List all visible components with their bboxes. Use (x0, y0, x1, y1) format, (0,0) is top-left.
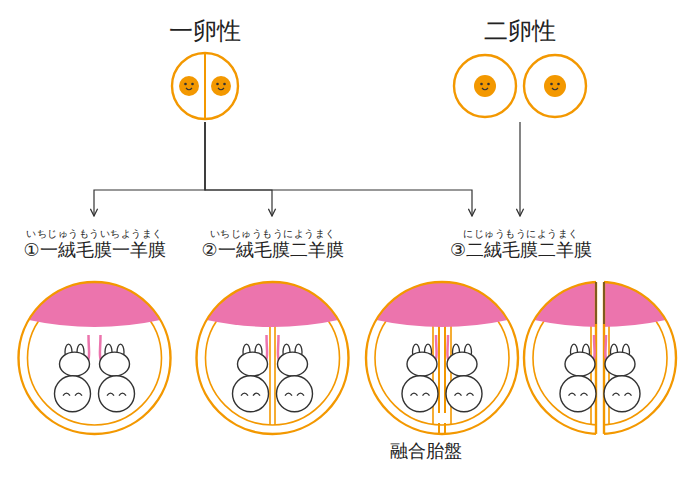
baby-body (605, 352, 635, 376)
embryo-eye (487, 83, 490, 86)
baby-eye (241, 393, 248, 396)
baby-eye (581, 393, 588, 396)
baby-eye (613, 393, 620, 396)
baby-body (565, 352, 595, 376)
embryo-dot (211, 76, 231, 96)
placenta-note: 融合胎盤 (390, 440, 462, 462)
baby-eye (107, 393, 114, 396)
baby-eye (285, 393, 292, 396)
uterus-fill (366, 282, 518, 434)
baby-head (604, 376, 640, 412)
embryo-mouth (482, 88, 488, 90)
placenta-edge (603, 282, 604, 324)
zygote-circle (172, 53, 238, 119)
baby-body (278, 352, 308, 376)
embryo-eye (223, 83, 226, 86)
embryo-mouth (218, 88, 224, 90)
baby-eye (119, 393, 126, 396)
embryo-eye (557, 83, 560, 86)
amnion-divider (269, 320, 271, 425)
type-label: ②一絨毛膜二羊膜 (190, 240, 355, 261)
twin-type-panel: にじゅうもうにようまく③二絨毛膜二羊膜 (362, 218, 680, 436)
placenta (207, 282, 339, 327)
embryo-eye (480, 83, 483, 86)
baby-head (402, 376, 438, 412)
twin-type-panel: いちじゅうもうにようまく②一絨毛膜二羊膜 (190, 218, 355, 436)
chorion-outline (197, 282, 349, 434)
baby-body (60, 352, 90, 376)
baby-eye (569, 393, 576, 396)
type-label: ③二絨毛膜二羊膜 (362, 240, 680, 261)
twin-type-panel: いちじゅうもういちようまく①一絨毛膜一羊膜 (12, 218, 177, 436)
uterus-fill (19, 282, 171, 434)
baby-eye (625, 393, 632, 396)
placenta (29, 282, 161, 327)
baby-body (100, 352, 130, 376)
embryo-eye (216, 83, 219, 86)
baby-eye (455, 393, 462, 396)
baby-eye (63, 393, 70, 396)
uterus-fill (197, 282, 349, 434)
chorion-outline (19, 282, 171, 434)
group-title: 一卵性 (150, 18, 260, 46)
embryo-mouth (552, 88, 558, 90)
zygote-circle (524, 55, 586, 117)
chorion-outline (366, 282, 518, 434)
embryo-dot (474, 75, 496, 97)
ruby-reading: にじゅうもうにようまく (362, 228, 680, 240)
branch-arrow (205, 122, 272, 216)
baby-body (238, 352, 268, 376)
zygote-circle (454, 55, 516, 117)
chorion-gap (596, 279, 604, 437)
baby-head (446, 376, 482, 412)
zygosity-group: 二卵性 (445, 18, 595, 122)
baby-eye (411, 393, 418, 396)
placenta-edge (595, 282, 596, 324)
baby-head (55, 376, 91, 412)
amnion-divider (274, 320, 276, 425)
baby-eye (423, 393, 430, 396)
group-title: 二卵性 (445, 18, 595, 46)
baby-body (447, 352, 477, 376)
branch-arrow (94, 122, 205, 216)
membrane-gap (434, 413, 450, 423)
branch-arrow (205, 122, 472, 216)
zygosity-group: 一卵性 (150, 18, 260, 122)
baby-head (99, 376, 135, 412)
baby-eye (297, 393, 304, 396)
embryo-eye (184, 83, 187, 86)
embryo-mouth (186, 88, 192, 90)
baby-eye (253, 393, 260, 396)
ruby-reading: いちじゅうもういちようまく (12, 228, 177, 240)
embryo-eye (191, 83, 194, 86)
embryo-dot (544, 75, 566, 97)
type-label: ①一絨毛膜一羊膜 (12, 240, 177, 261)
baby-head (233, 376, 269, 412)
baby-eye (75, 393, 82, 396)
branch-arrow (519, 122, 520, 216)
placenta (376, 282, 508, 327)
baby-head (560, 376, 596, 412)
baby-head (277, 376, 313, 412)
ruby-reading: いちじゅうもうにようまく (190, 228, 355, 240)
embryo-eye (550, 83, 553, 86)
baby-body (407, 352, 437, 376)
embryo-dot (179, 76, 199, 96)
zygote-division (204, 53, 206, 119)
baby-eye (467, 393, 474, 396)
